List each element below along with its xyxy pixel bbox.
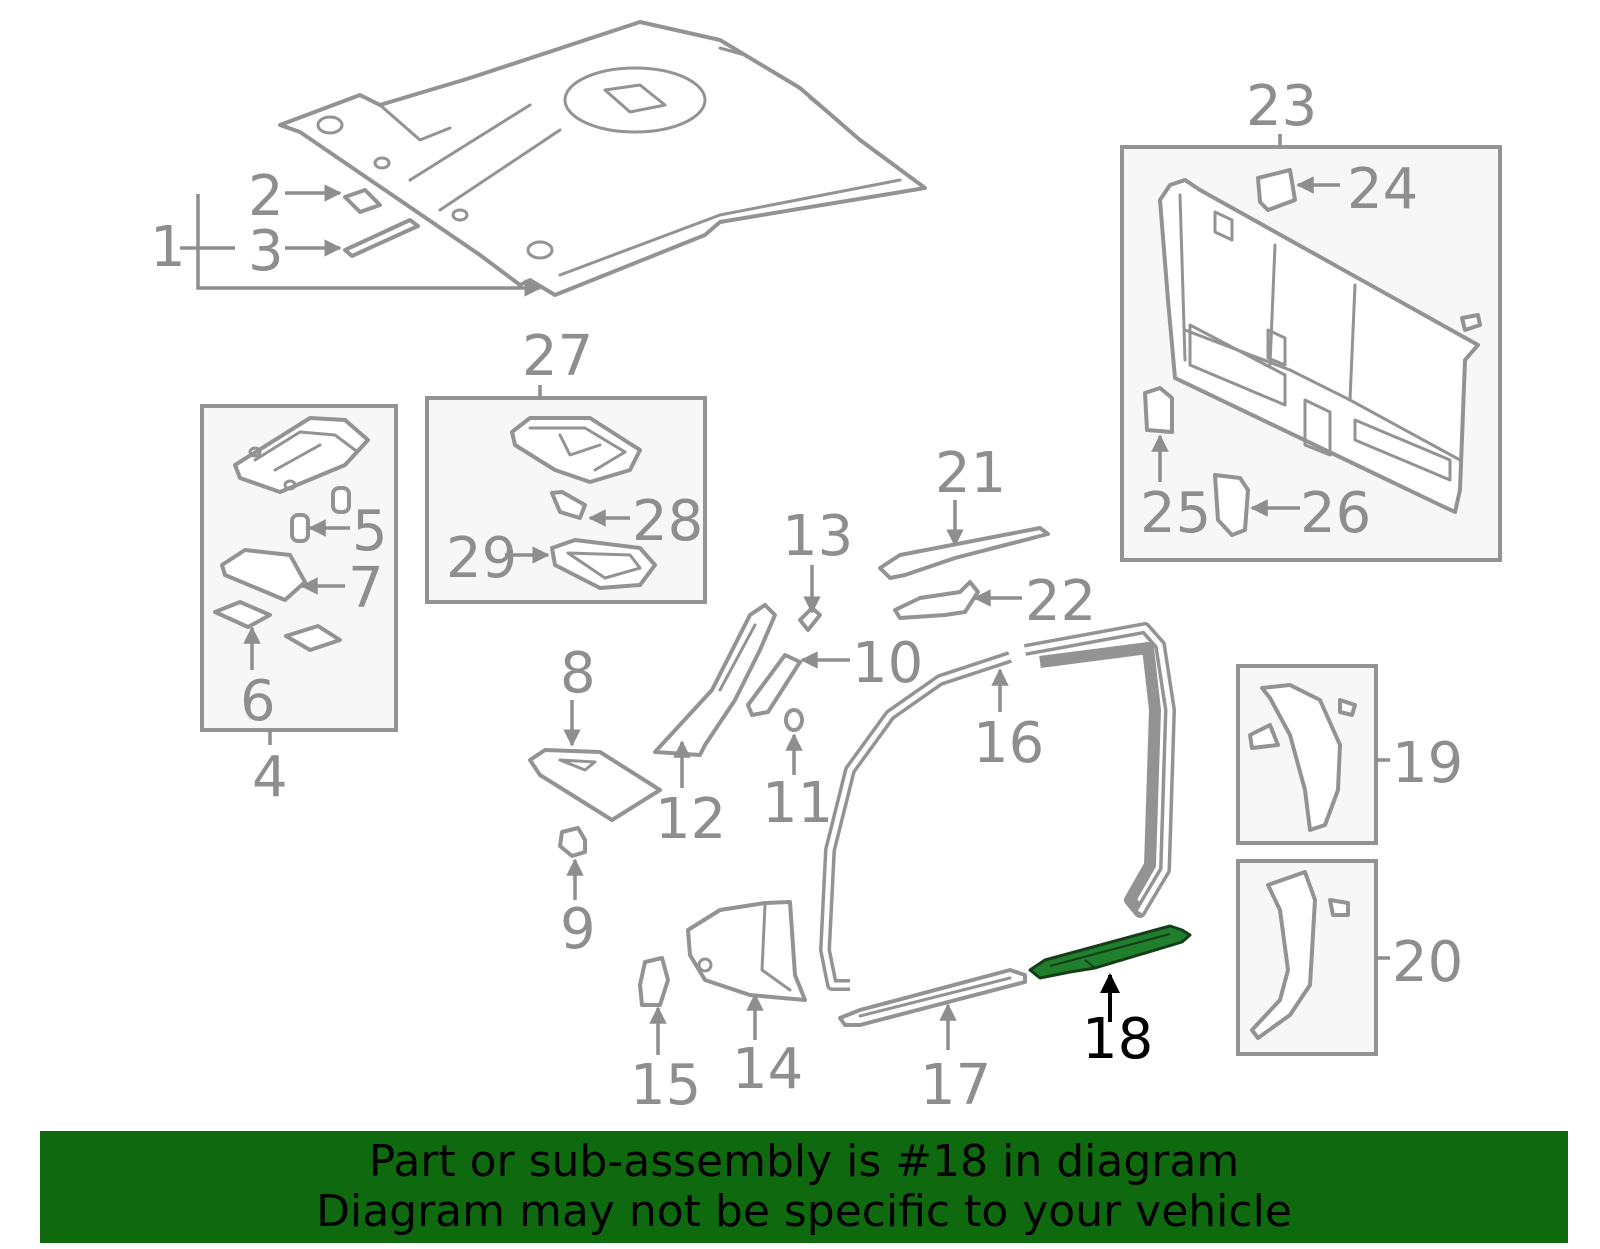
clip-26 bbox=[1213, 473, 1250, 537]
pillar-trim-20 bbox=[1250, 870, 1350, 1040]
bulb-28 bbox=[550, 490, 587, 520]
callout-4: 4 bbox=[252, 745, 288, 810]
callout-15: 15 bbox=[630, 1053, 701, 1118]
callout-24: 24 bbox=[1347, 157, 1418, 222]
clip-15 bbox=[638, 956, 670, 1007]
clip-24 bbox=[1256, 168, 1297, 212]
banner-line-1: Part or sub-assembly is #18 in diagram bbox=[368, 1136, 1240, 1187]
part-3-strip bbox=[343, 218, 420, 258]
pillar-trim-19 bbox=[1248, 683, 1357, 832]
headliner bbox=[278, 20, 927, 297]
map-lamp-assembly bbox=[510, 416, 642, 484]
callout-17: 17 bbox=[920, 1053, 991, 1118]
highlighted-part-18[interactable] bbox=[1028, 924, 1192, 980]
callout-10: 10 bbox=[852, 631, 923, 696]
callout-21: 21 bbox=[935, 441, 1006, 506]
callout-22: 22 bbox=[1025, 569, 1096, 634]
lens-small bbox=[284, 624, 342, 652]
callout-16: 16 bbox=[973, 711, 1044, 776]
kick-panel-14 bbox=[686, 900, 807, 1002]
callout-12: 12 bbox=[655, 787, 726, 852]
callout-23: 23 bbox=[1246, 74, 1317, 139]
trim-21 bbox=[878, 526, 1050, 580]
bulb-5 bbox=[290, 486, 351, 543]
sun-visor-8 bbox=[528, 748, 662, 822]
callout-26: 26 bbox=[1300, 481, 1371, 546]
callout-18[interactable]: 18 bbox=[1082, 1007, 1153, 1072]
back-panel-trim bbox=[1158, 178, 1480, 514]
callout-13: 13 bbox=[782, 504, 853, 569]
callout-7: 7 bbox=[348, 556, 384, 621]
callout-3: 3 bbox=[248, 219, 284, 284]
clip-11 bbox=[784, 708, 804, 732]
callout-11: 11 bbox=[762, 771, 833, 836]
callout-8: 8 bbox=[560, 641, 596, 706]
part-2-pad bbox=[343, 188, 382, 214]
callout-1: 1 bbox=[150, 215, 186, 280]
callout-25: 25 bbox=[1140, 481, 1211, 546]
callout-28: 28 bbox=[632, 489, 703, 554]
grip-10 bbox=[746, 653, 802, 717]
lens-6 bbox=[213, 600, 272, 629]
callout-9: 9 bbox=[560, 897, 596, 962]
callout-19: 19 bbox=[1392, 731, 1463, 796]
info-banner: Part or sub-assembly is #18 in diagram D… bbox=[40, 1131, 1568, 1243]
clip-13 bbox=[798, 606, 822, 632]
trim-22 bbox=[893, 580, 980, 620]
dome-lamp-assembly bbox=[233, 416, 370, 494]
callout-27: 27 bbox=[522, 324, 593, 389]
callout-29: 29 bbox=[446, 526, 517, 591]
pillar-trim-12 bbox=[653, 603, 777, 757]
clip-pin bbox=[1460, 313, 1482, 332]
banner-line-2: Diagram may not be specific to your vehi… bbox=[316, 1186, 1292, 1237]
callout-5: 5 bbox=[352, 499, 388, 564]
clip-25 bbox=[1143, 386, 1174, 434]
callout-14: 14 bbox=[732, 1037, 803, 1102]
visor-holder-9 bbox=[558, 826, 587, 858]
callout-20: 20 bbox=[1392, 930, 1463, 995]
callout-6: 6 bbox=[240, 669, 276, 734]
callout-2: 2 bbox=[248, 164, 284, 229]
